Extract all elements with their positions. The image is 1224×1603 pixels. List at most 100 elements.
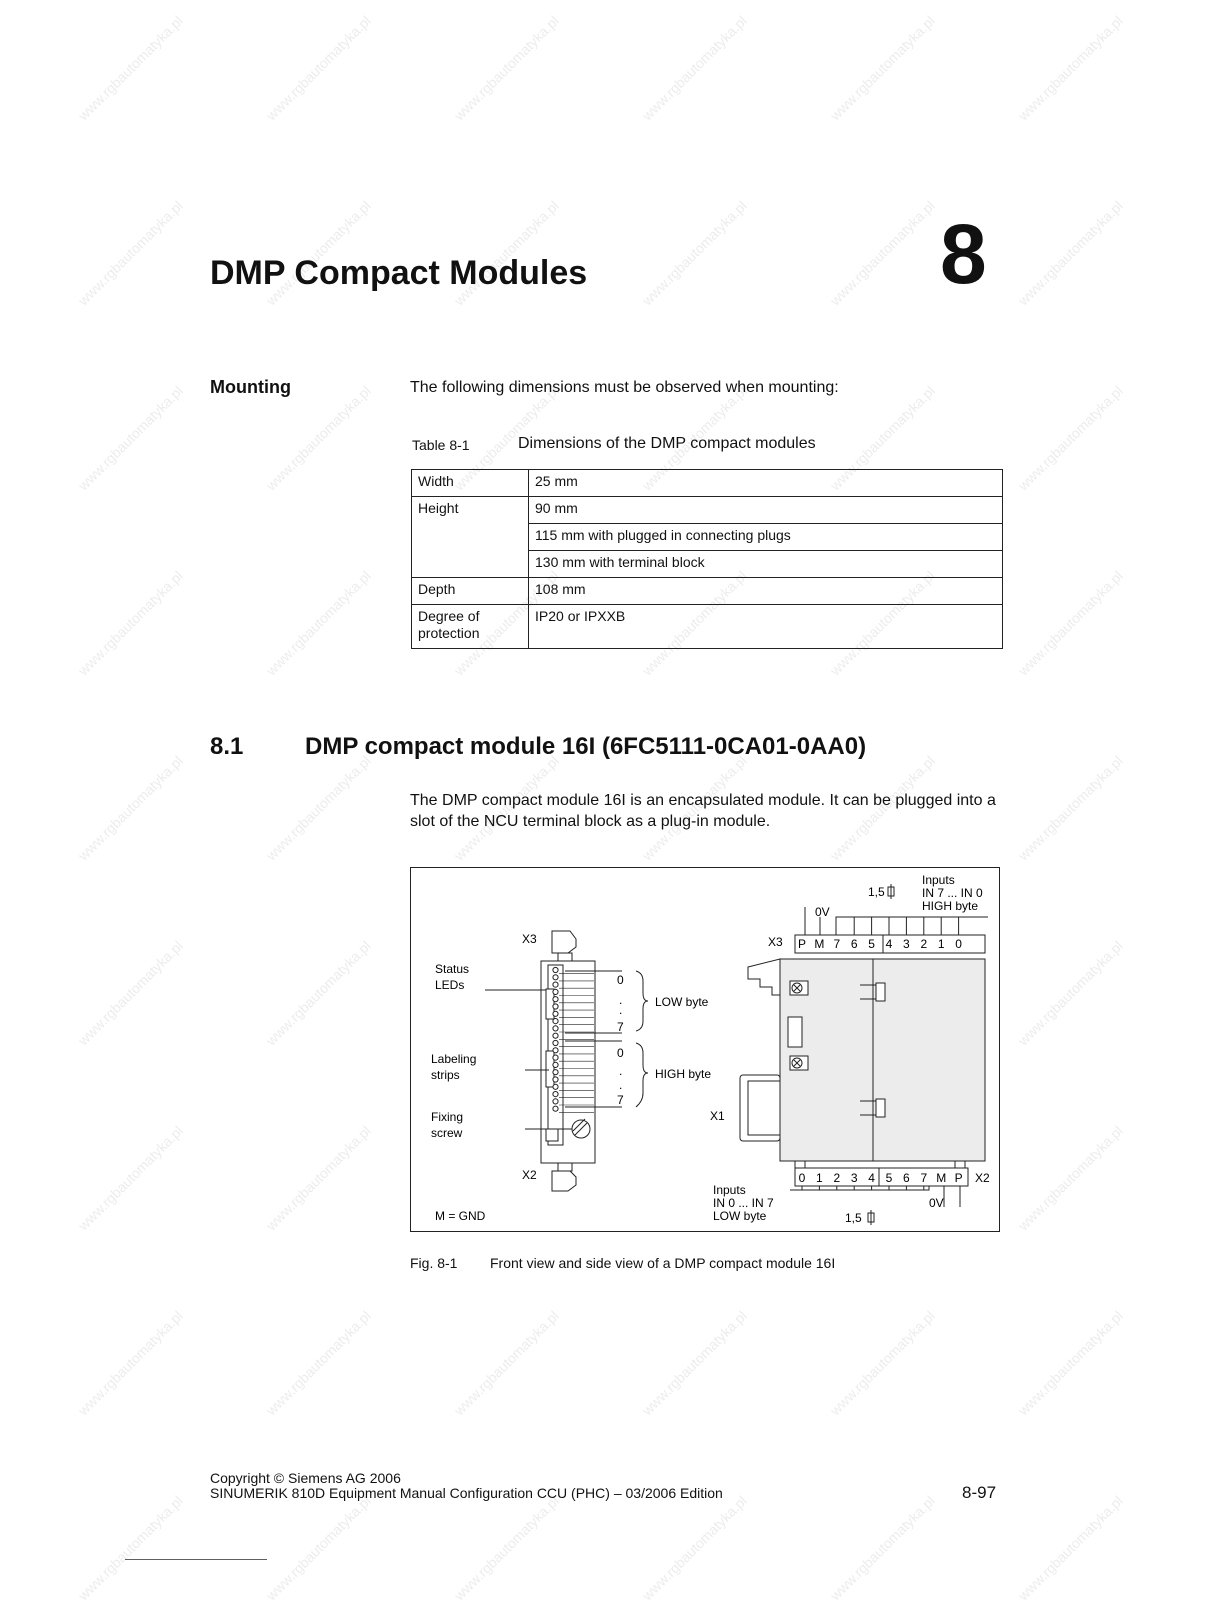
terminal-label: 6 [903, 1171, 910, 1185]
terminal-label: M [936, 1171, 946, 1185]
led-icon [552, 974, 559, 981]
bit-0-high: 0 [617, 1046, 624, 1060]
high-byte-brace [635, 1042, 649, 1108]
dot: . [619, 993, 622, 1007]
latch-top-icon [860, 982, 886, 1002]
watermark-text: www.rgbautomatyka.pl [826, 1492, 938, 1603]
section-title: DMP compact module 16I (6FC5111-0CA01-0A… [305, 733, 867, 760]
watermark-text: www.rgbautomatyka.pl [1014, 382, 1126, 494]
status-leds [552, 966, 594, 1113]
inputs-bottom-label-1: Inputs [713, 1183, 746, 1197]
inputs-top-label-1: Inputs [922, 873, 955, 887]
watermark-text: www.rgbautomatyka.pl [1014, 1307, 1126, 1419]
top-connector [551, 930, 577, 954]
table-cell: 130 mm with terminal block [528, 550, 1003, 578]
module-figure: X3 X2 Status LEDs Labeling strips Fixing… [410, 867, 1000, 1232]
led-icon [552, 1039, 559, 1047]
bottom-input-wires [801, 1186, 925, 1190]
led-icon [552, 1025, 559, 1032]
dot: . [619, 1003, 622, 1017]
latch-bottom-icon [860, 1098, 886, 1118]
watermark-text: www.rgbautomatyka.pl [74, 382, 186, 494]
watermark-text: www.rgbautomatyka.pl [1014, 12, 1126, 124]
table-row: 115 mm with plugged in connecting plugs [412, 523, 1003, 551]
side-clip [747, 958, 781, 996]
terminal-label: 4 [886, 937, 893, 951]
table-row: 130 mm with terminal block [412, 550, 1003, 578]
watermark-text: www.rgbautomatyka.pl [74, 12, 186, 124]
table-caption-number: Table 8-1 [412, 437, 470, 453]
manual-title: SINUMERIK 810D Equipment Manual Configur… [210, 1485, 723, 1501]
table-cell: 25 mm [528, 469, 1003, 497]
watermark-text: www.rgbautomatyka.pl [262, 1492, 374, 1603]
table-cell: 90 mm [528, 496, 1003, 524]
fuse-bottom-icon [867, 1210, 875, 1225]
x3-label-side: X3 [768, 935, 783, 949]
watermark-text: www.rgbautomatyka.pl [262, 382, 374, 494]
terminal-label: P [955, 1171, 963, 1185]
connector-neck-bottom [557, 1162, 573, 1172]
fuse-top-label: 1,5 [868, 885, 885, 899]
watermark-text: www.rgbautomatyka.pl [826, 197, 938, 309]
inputs-top-label-3: HIGH byte [922, 899, 978, 913]
terminal-label: 1 [816, 1171, 823, 1185]
bit-7-low: 7 [617, 1020, 624, 1034]
copyright: Copyright © Siemens AG 2006 [210, 1470, 401, 1486]
chapter-title: DMP Compact Modules [210, 254, 588, 292]
high-byte-label: HIGH byte [655, 1067, 711, 1081]
inputs-bottom-label-2: IN 0 ... IN 7 [713, 1196, 774, 1210]
fixing-screw-label-1: Fixing [431, 1110, 463, 1124]
table-cell: 115 mm with plugged in connecting plugs [528, 523, 1003, 551]
fixing-screw-label-2: screw [431, 1126, 463, 1140]
watermark-text: www.rgbautomatyka.pl [74, 567, 186, 679]
watermark-text: www.rgbautomatyka.pl [826, 12, 938, 124]
led-icon [552, 981, 559, 988]
table-cell: Width [411, 469, 529, 497]
watermark-text: www.rgbautomatyka.pl [262, 1122, 374, 1234]
table-caption-text: Dimensions of the DMP compact modules [518, 435, 816, 452]
wire-bus [790, 1186, 930, 1191]
terminal-label: 5 [886, 1171, 893, 1185]
table-cell: Height [411, 496, 529, 578]
table-cell: Degree of protection [411, 604, 529, 649]
led-icon [552, 1105, 559, 1112]
status-leds-label-2: LEDs [435, 978, 464, 992]
watermark-text: www.rgbautomatyka.pl [1014, 197, 1126, 309]
labeling-strips-label-1: Labeling [431, 1052, 476, 1066]
table-cell: Depth [411, 577, 529, 605]
screw-top-icon [789, 980, 809, 996]
watermark-text: www.rgbautomatyka.pl [450, 1307, 562, 1419]
foot [954, 1160, 966, 1169]
terminal-label: 1 [938, 937, 945, 951]
led-icon [552, 1018, 559, 1025]
table-row: Height 90 mm [411, 496, 1003, 578]
fuse-bottom-label: 1,5 [845, 1211, 862, 1225]
dot: . [619, 1078, 622, 1092]
x1-label: X1 [710, 1109, 725, 1123]
watermark-text: www.rgbautomatyka.pl [1014, 1122, 1126, 1234]
led-icon [552, 1098, 559, 1105]
watermark-text: www.rgbautomatyka.pl [450, 1492, 562, 1603]
led-icon [552, 1010, 559, 1017]
table-cell: IP20 or IPXXB [528, 604, 1003, 649]
link-underline [125, 1559, 267, 1560]
bit-0-low: 0 [617, 973, 624, 987]
terminal-label: 7 [833, 937, 840, 951]
led-icon [552, 1083, 559, 1090]
watermark-text: www.rgbautomatyka.pl [74, 1122, 186, 1234]
led-icon [552, 1054, 559, 1061]
labeling-strips-label-2: strips [431, 1068, 460, 1082]
chapter-number: 8 [940, 207, 987, 301]
x3-label-front: X3 [522, 932, 537, 946]
led-window-bottom [545, 1050, 555, 1088]
watermark-text: www.rgbautomatyka.pl [74, 1492, 186, 1603]
zero-v-top-label: 0V [815, 905, 830, 919]
terminal-label: 5 [868, 937, 875, 951]
watermark-text: www.rgbautomatyka.pl [262, 12, 374, 124]
led-icon [552, 1047, 559, 1054]
low-byte-label: LOW byte [655, 995, 709, 1009]
small-block [545, 1128, 559, 1142]
screw-bottom-icon [789, 1055, 809, 1071]
watermark-text: www.rgbautomatyka.pl [74, 752, 186, 864]
